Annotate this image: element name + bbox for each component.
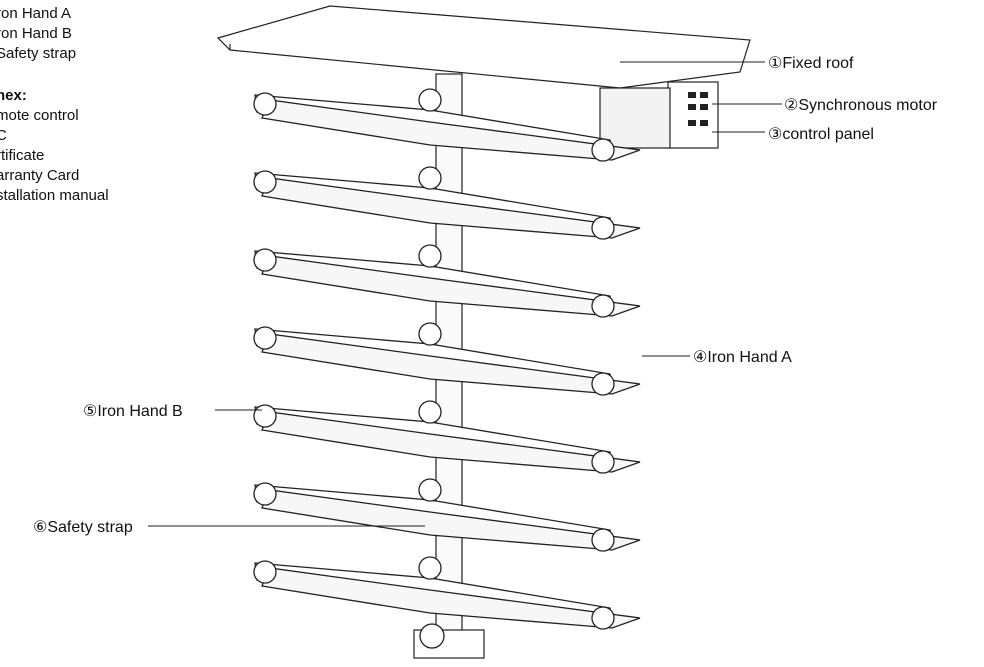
annex-item: stallation manual xyxy=(0,187,109,204)
iron-hand-tier xyxy=(253,478,641,552)
motor-box xyxy=(667,81,719,149)
iron-hand-tier xyxy=(253,322,641,396)
callout-iron-hand-b: ⑤Iron Hand B xyxy=(83,403,183,420)
callout-control-panel: ③control panel xyxy=(768,126,874,143)
iron-hand-tier xyxy=(253,166,641,240)
parts-list: ron Hand A ron Hand B Safety strap nex: … xyxy=(0,4,109,206)
iron-hand-tier xyxy=(253,556,641,630)
callout-fixed-roof: ①Fixed roof xyxy=(768,55,854,72)
annex-item: mote control xyxy=(0,107,79,124)
iron-hand-tier xyxy=(253,400,641,474)
control-box xyxy=(599,87,671,149)
annex-item: arranty Card xyxy=(0,167,80,184)
iron-hand-tiers xyxy=(253,88,641,649)
callout-synchronous-motor: ②Synchronous motor xyxy=(784,97,938,114)
annex-title: nex: xyxy=(0,87,27,104)
parts-list-item: ron Hand A xyxy=(0,5,72,22)
annex-item: C xyxy=(0,127,7,144)
iron-hand-tier xyxy=(253,244,641,318)
parts-list-item: Safety strap xyxy=(0,45,77,62)
parts-list-item: ron Hand B xyxy=(0,25,72,42)
annex-item: rtificate xyxy=(0,147,45,164)
callout-safety-strap: ⑥Safety strap xyxy=(33,519,133,536)
callout-iron-hand-a: ④Iron Hand A xyxy=(693,349,792,366)
fixed-roof-plate xyxy=(216,5,751,89)
iron-hand-tier xyxy=(253,88,641,162)
